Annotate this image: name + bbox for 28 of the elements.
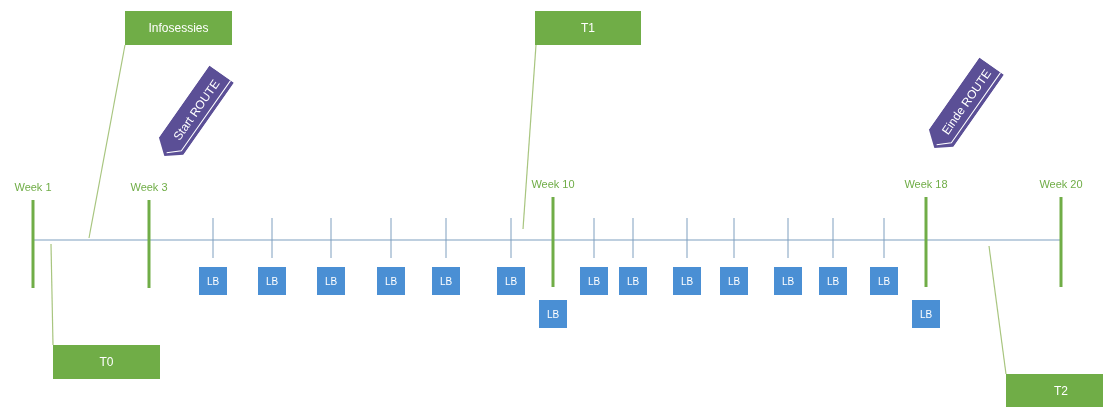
milestone-box: LB: [673, 267, 701, 295]
milestone-box: LB: [720, 267, 748, 295]
milestone-box: LB: [580, 267, 608, 295]
callout-box: T1: [535, 11, 641, 45]
week-label: Week 20: [1039, 178, 1083, 190]
milestone-box: LB: [258, 267, 286, 295]
callout-box: T2: [1006, 374, 1103, 407]
week-label: Week 10: [531, 178, 575, 190]
milestone-box: LB: [497, 267, 525, 295]
leader-line: [50, 243, 54, 346]
milestone-box: LB: [432, 267, 460, 295]
callout-box: T0: [53, 345, 160, 379]
milestone-box: LB: [819, 267, 847, 295]
milestone-box: LB: [317, 267, 345, 295]
week-label: Week 1: [14, 181, 52, 193]
milestone-box: LB: [377, 267, 405, 295]
leader-line: [988, 245, 1007, 375]
milestone-box: LB: [870, 267, 898, 295]
leader-line: [88, 44, 126, 239]
week-label: Week 18: [904, 178, 948, 190]
milestone-box: LB: [539, 300, 567, 328]
callout-box: Infosessies: [125, 11, 232, 45]
milestone-box: LB: [199, 267, 227, 295]
leader-line: [522, 44, 537, 230]
milestone-box: LB: [912, 300, 940, 328]
milestone-box: LB: [619, 267, 647, 295]
milestone-box: LB: [774, 267, 802, 295]
week-label: Week 3: [130, 181, 168, 193]
